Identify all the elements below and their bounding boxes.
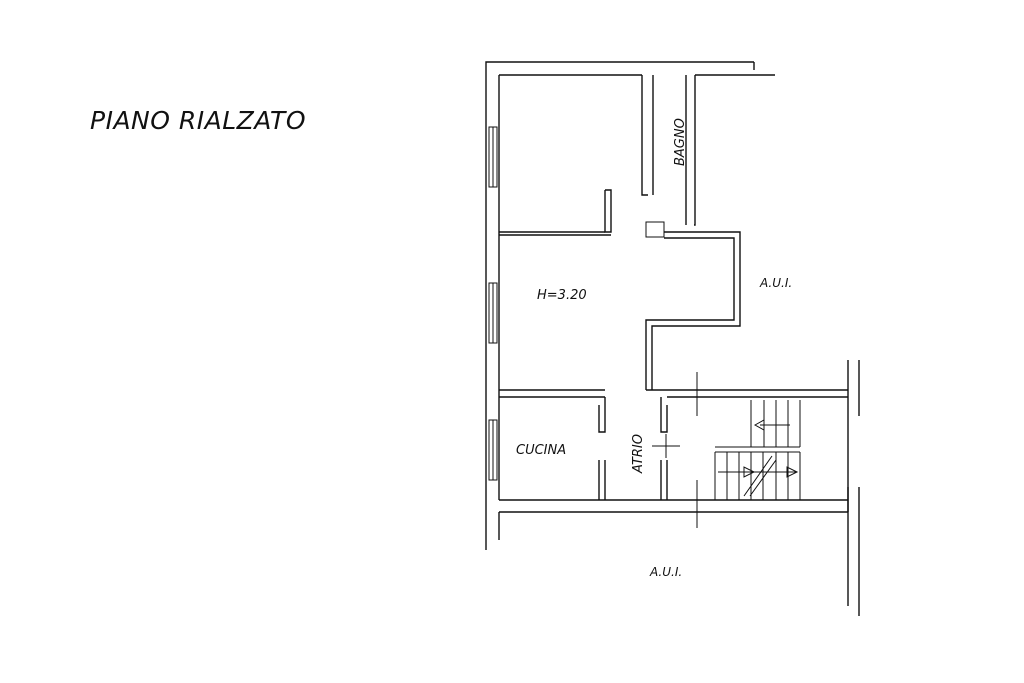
kitchen-hall-walls [598, 372, 698, 528]
label-aui-right: A.U.I. [759, 276, 792, 290]
label-bagno: BAGNO [673, 118, 688, 166]
floor-title: PIANO RIALZATO [90, 106, 307, 135]
label-atrio: ATRIO [631, 434, 646, 474]
outer-walls [485, 61, 849, 550]
label-height: H=3.20 [537, 288, 587, 303]
label-aui-bottom: A.U.I. [649, 565, 682, 579]
central-room-walls [499, 231, 848, 398]
right-edge-lines [847, 360, 860, 616]
label-cucina: CUCINA [516, 443, 566, 458]
upper-room-walls [499, 74, 775, 238]
windows [488, 126, 498, 481]
staircase [714, 400, 801, 500]
left-wall [498, 74, 642, 500]
